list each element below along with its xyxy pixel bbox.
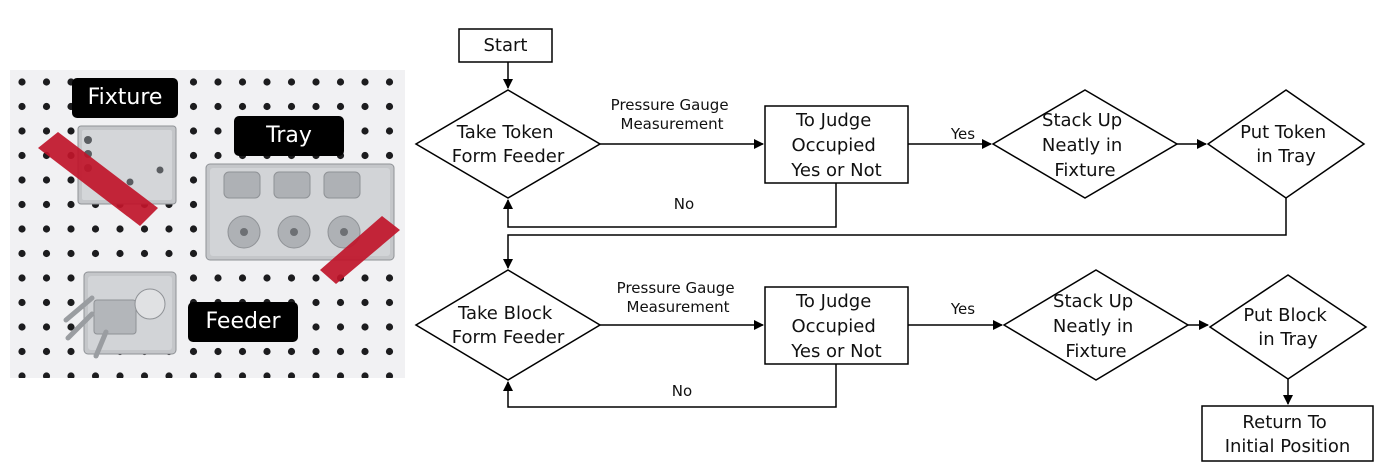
tray-label: Tray (234, 116, 344, 156)
tray-label-text: Tray (265, 123, 312, 148)
tray-block (205, 163, 400, 284)
put-token-decision (1206, 89, 1366, 199)
put-token-text: Put Token in Tray (1240, 122, 1332, 167)
fixture-block (38, 125, 177, 226)
setup-photo: Fixture Tray Feeder (10, 70, 405, 378)
judge-occupied-node-2 (764, 286, 909, 365)
take-token-decision (414, 89, 602, 199)
no-label-1: No (674, 195, 694, 213)
judge-occupied-text-1: To Judge Occupied Yes or Not (790, 110, 881, 181)
stack-up-text-1: Stack Up Neatly in Fixture (1042, 110, 1128, 181)
return-initial-node (1201, 405, 1374, 462)
edge-judge-no-loop-1 (503, 183, 837, 228)
fixture-label-text: Fixture (88, 85, 163, 110)
fixture-label: Fixture (72, 78, 178, 118)
start-node-text: Start (484, 35, 528, 56)
stack-up-text-2: Stack Up Neatly in Fixture (1053, 291, 1139, 362)
start-node (458, 28, 553, 63)
put-block-decision (1208, 274, 1368, 380)
pressure-gauge-label-2: Pressure Gauge Measurement (617, 279, 740, 316)
no-label-2: No (672, 382, 692, 400)
feeder-label: Feeder (188, 302, 298, 342)
take-block-text: Take Block Form Feeder (452, 303, 565, 348)
feeder-label-text: Feeder (205, 309, 281, 334)
feeder-block (63, 271, 177, 359)
return-initial-text: Return To Initial Position (1225, 412, 1351, 457)
red-tape (38, 132, 158, 226)
take-token-text: Take Token Form Feeder (452, 122, 565, 167)
pressure-gauge-label-1: Pressure Gauge Measurement (611, 96, 734, 133)
edge-judge-no-loop-2 (503, 364, 837, 408)
stack-up-decision-1 (991, 89, 1179, 199)
put-block-text: Put Block in Tray (1243, 305, 1332, 350)
edge-row1-to-row2 (503, 198, 1287, 269)
judge-occupied-text-2: To Judge Occupied Yes or Not (790, 291, 881, 362)
stack-up-decision-2 (1002, 269, 1190, 381)
red-tape (320, 216, 400, 284)
take-block-decision (414, 269, 602, 381)
yes-label-2: Yes (950, 300, 975, 318)
yes-label-1: Yes (950, 125, 975, 143)
